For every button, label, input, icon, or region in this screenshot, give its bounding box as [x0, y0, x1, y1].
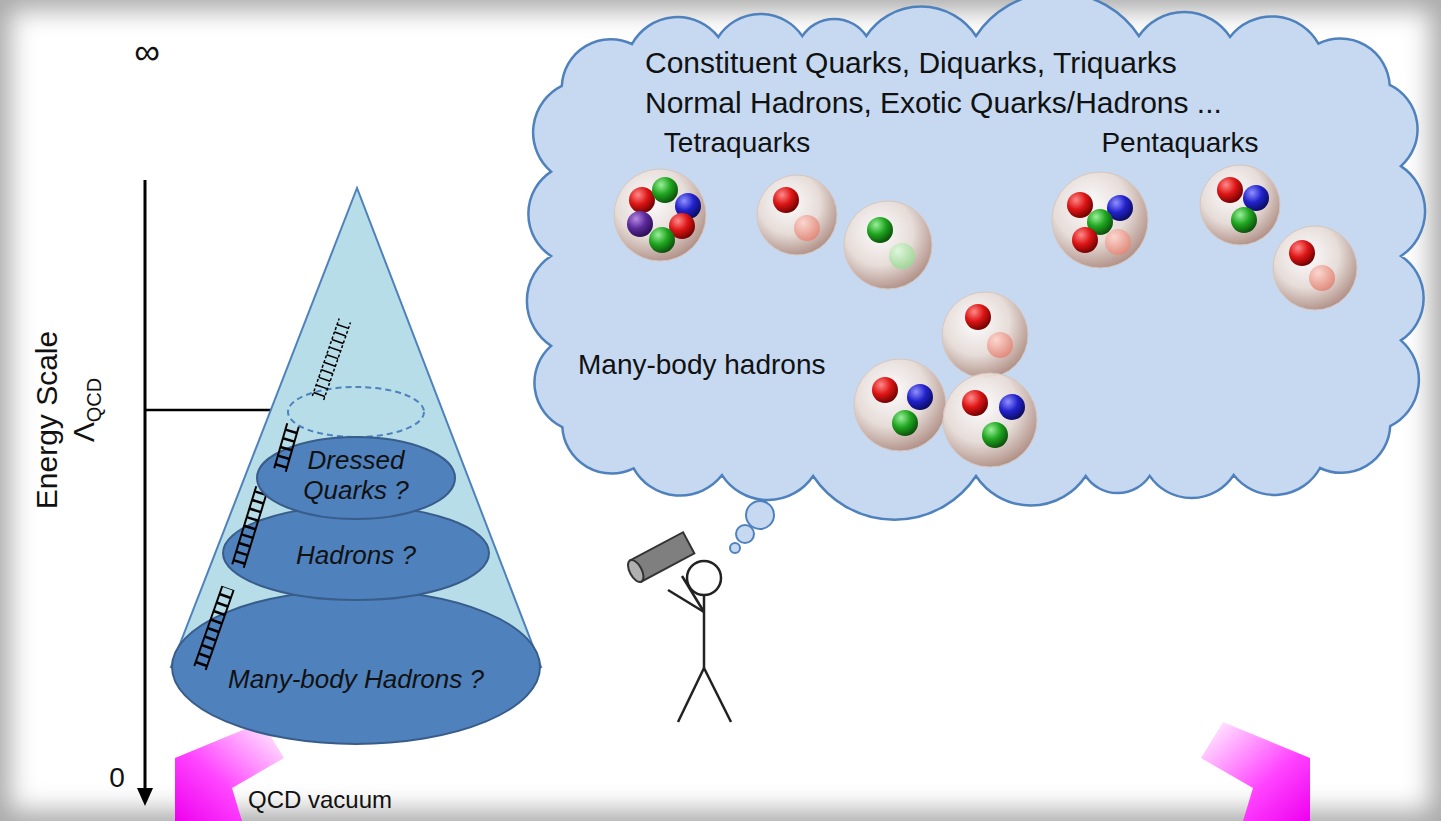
cloud-text-holder: Normal Hadrons, Exotic Quarks/Hadrons ..… — [645, 86, 1222, 121]
observer-figure — [625, 532, 731, 722]
cloud-text: Tetraquarks — [664, 127, 810, 158]
cone-layer-ellipse: Dressed Quarks ? — [256, 436, 456, 520]
layer-label: Dressed Quarks ? — [291, 446, 421, 506]
cloud-text-holder: Pentaquarks — [1101, 127, 1258, 159]
lambda-qcd: ΛQCD — [67, 378, 102, 443]
pink-arrow — [1201, 722, 1310, 821]
ladder — [194, 586, 233, 670]
pentaquark-molecule — [1200, 165, 1357, 310]
axis-arrowhead — [137, 788, 153, 806]
axis-zero-holder: 0 — [109, 762, 125, 794]
axis-line — [144, 180, 147, 792]
cloud-text-holder: Constituent Quarks, Diquarks, Triquarks — [645, 46, 1177, 81]
tetraquark-molecule — [757, 175, 932, 289]
vacuum-label-holder: QCD vacuum — [248, 786, 392, 814]
ladder — [274, 423, 299, 471]
layer-label: Many-body Hadrons ? — [228, 665, 484, 695]
dashed-ladder — [312, 319, 350, 400]
axis-zero: 0 — [109, 762, 125, 794]
cloud-text: Pentaquarks — [1101, 127, 1258, 158]
many-body-hadron — [854, 292, 1037, 467]
axis-infinity-holder: ∞ — [134, 31, 160, 72]
energy-cone — [171, 188, 541, 667]
thought-cloud: Constituent Quarks, Diquarks, TriquarksN… — [515, 2, 1437, 510]
vacuum-label: QCD vacuum — [248, 786, 392, 814]
scale-marker-line — [145, 409, 288, 412]
cloud-text-holder: Tetraquarks — [664, 127, 810, 159]
thought-bubbles — [730, 501, 774, 553]
layer-label: Hadrons ? — [296, 541, 416, 571]
axis-title: Energy Scale — [30, 331, 65, 509]
cloud-text: Many-body hadrons — [578, 349, 825, 380]
tetraquark-compact — [614, 169, 706, 261]
axis-infinity: ∞ — [134, 31, 160, 72]
ladder — [232, 486, 267, 568]
lambda-subscript: QCD — [83, 378, 106, 422]
lambda-symbol: Λ — [67, 422, 102, 442]
telescope — [625, 532, 695, 584]
cloud-text: Constituent Quarks, Diquarks, Triquarks — [645, 46, 1177, 79]
dashed-layer-ellipse — [288, 387, 424, 437]
cloud-text-holder: Many-body hadrons — [578, 349, 825, 381]
cone-layer-ellipse: Many-body Hadrons ? — [171, 589, 541, 745]
cloud-text: Normal Hadrons, Exotic Quarks/Hadrons ..… — [645, 86, 1222, 119]
pentaquark-compact — [1052, 172, 1148, 268]
axis-title-holder: Energy Scale — [30, 331, 65, 509]
